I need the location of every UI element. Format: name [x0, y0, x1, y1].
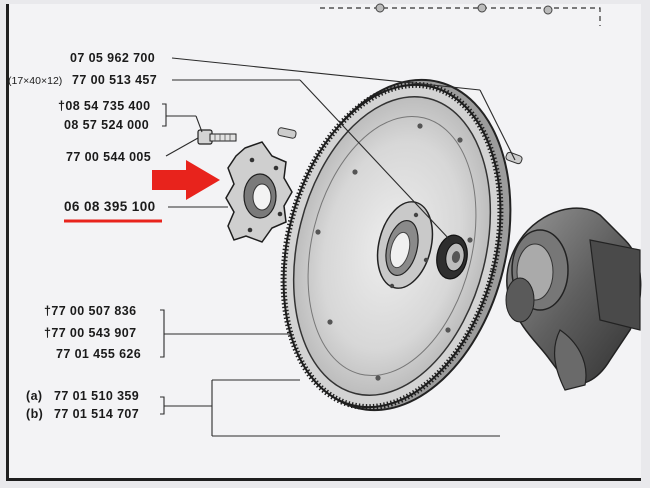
crankshaft-icon	[505, 207, 642, 391]
label-77-00-513-457: 77 00 513 457	[72, 73, 157, 87]
label-p2-prefix: (17×40×12)	[8, 75, 62, 87]
label-07-05-962-700: 07 05 962 700	[70, 51, 155, 65]
reinforcement-plate-icon	[225, 141, 293, 243]
flywheel-icon	[280, 78, 512, 412]
label-77-00-507-836: †77 00 507 836	[44, 304, 137, 318]
label-77-01-514-707: 77 01 514 707	[54, 407, 139, 421]
label-77-01-455-626: 77 01 455 626	[56, 347, 141, 361]
label-08-54-735-400: †08 54 735 400	[58, 99, 151, 113]
dashed-frame-top	[320, 3, 601, 26]
label-77-01-510-359: 77 01 510 359	[54, 389, 139, 403]
bolt-icon	[197, 129, 237, 145]
label-p7b-prefix: (b)	[26, 407, 43, 421]
pilot-bearing-icon	[436, 234, 468, 280]
red-arrow-icon	[152, 160, 220, 200]
leader-lines	[160, 57, 516, 437]
label-77-00-544-005: 77 00 544 005	[66, 150, 151, 164]
label-77-00-543-907: †77 00 543 907	[44, 326, 137, 340]
label-p7a-prefix: (a)	[26, 389, 42, 403]
label-06-08-395-100: 06 08 395 100	[64, 199, 156, 214]
label-08-57-524-000: 08 57 524 000	[64, 118, 149, 132]
